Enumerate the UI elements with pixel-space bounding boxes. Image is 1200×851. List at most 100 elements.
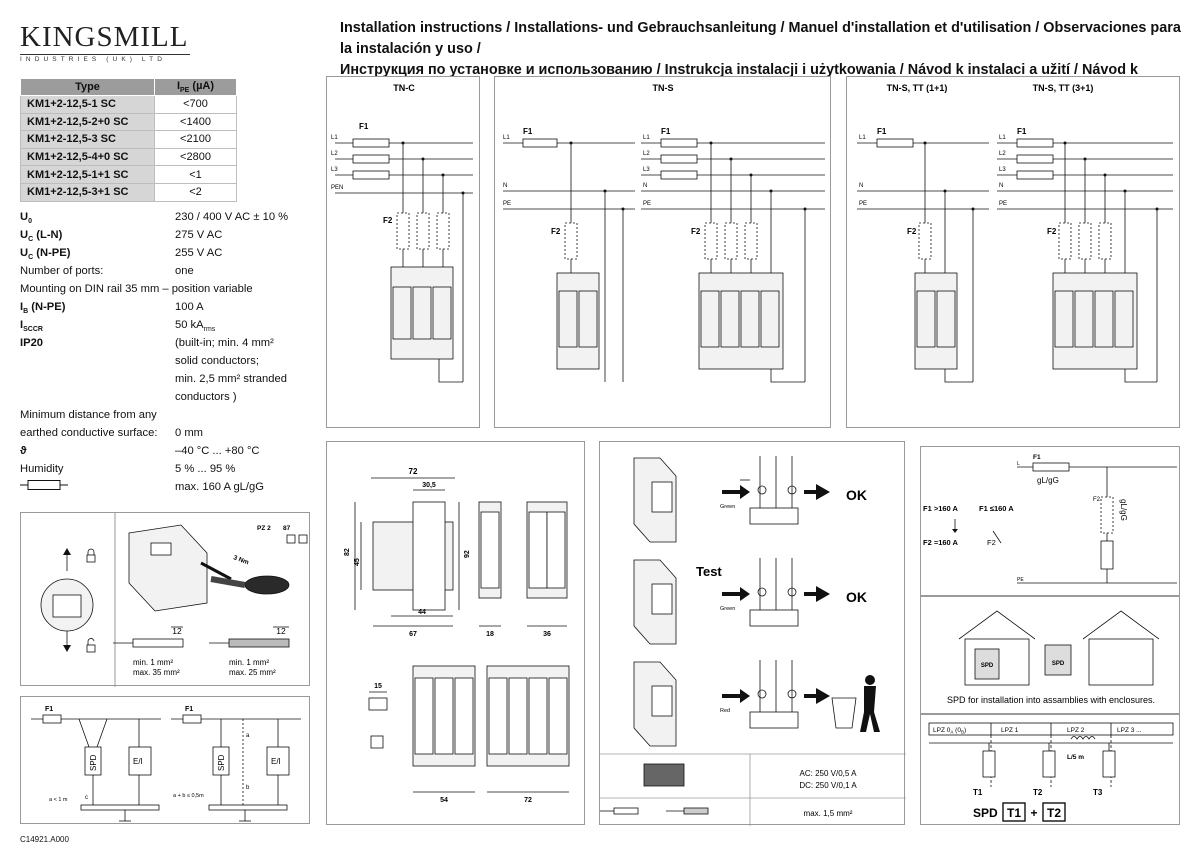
dimension-label: a (246, 733, 250, 739)
fuse-rating: gL/gG (1119, 499, 1128, 521)
fuse-label: F2 (383, 216, 393, 225)
ipe-cell: <1 (154, 165, 237, 184)
spec-ip: IP20 (built-in; min. 4 mm² (20, 334, 320, 352)
line-label: L (1017, 461, 1020, 467)
spec-label: UC (N-PE) (20, 247, 71, 262)
spec-label: IP20 (20, 337, 44, 349)
fuse-label: F2 (1093, 497, 1101, 503)
connection-diagram: F1 F1 SPD SPD E/I E/I a < 1 m a + b ≤ 0,… (31, 706, 301, 822)
distance-label: a < 1 m (49, 797, 68, 803)
ei-label: E/I (133, 757, 143, 766)
spec-u0: U0 230 / 400 V AC ± 10 % (20, 208, 320, 226)
mounting-diagram: PZ 2 87 3 Nm 12 12 min. 1 mm² max. 35 mm… (40, 513, 308, 687)
type-cell: KM1+2-12,5-1 SC (20, 95, 155, 114)
type-cell: KM1+2-12,5-2+0 SC (20, 112, 155, 132)
spec-label: Mounting on DIN rail 35 mm – position va… (20, 283, 253, 295)
diagram-label: TN-S, TT (3+1) (1033, 83, 1094, 93)
spec-label: earthed conductive surface: (20, 427, 158, 439)
spec-value: –40 °C ... +80 °C (175, 445, 260, 457)
dimensions-panel: 72 30,5 82 45 92 44 67 18 36 15 54 72 (326, 441, 585, 825)
technical-specs: U0 230 / 400 V AC ± 10 % UC (L-N) 275 V … (20, 208, 320, 496)
line-label: L1 (643, 135, 650, 141)
contact-rating: DC: 250 V/0,1 A (799, 781, 857, 790)
indicator-label: Green (720, 606, 735, 612)
line-label: L2 (331, 151, 338, 157)
lpz-zone-3: LPZ 3 ... (1117, 727, 1142, 734)
line-label: PE (1017, 577, 1024, 583)
dimension-label: 92 (464, 550, 471, 558)
fuse-rule: F1 ≤160 A (979, 504, 1014, 513)
spec-value: (built-in; min. 4 mm² (175, 337, 274, 349)
fuse-label: F1 (359, 122, 369, 131)
torque-label: 3 Nm (232, 554, 250, 566)
spd-combo-plus: + (1030, 806, 1037, 820)
spd-type-label: T2 (1033, 788, 1043, 797)
dimension-label: b (246, 785, 250, 791)
spd-label: SPD (89, 754, 98, 771)
fuse-icon (20, 478, 68, 498)
distance-label: a + b ≤ 0,5m (173, 793, 204, 799)
ei-label: E/I (271, 757, 281, 766)
spec-label: Minimum distance from any (20, 409, 157, 421)
ipe-cell: <2 (154, 182, 237, 202)
diagram-label: TN-S (653, 83, 674, 93)
line-label: L1 (859, 135, 866, 141)
contact-rating: AC: 250 V/0,5 A (800, 769, 858, 778)
type-table: Type IPE (µA) KM1+2-12,5-1 SC<700 KM1+2-… (20, 78, 237, 202)
cable-spec: min. 1 mm² (133, 658, 173, 667)
type-cell: KM1+2-12,5-4+0 SC (20, 147, 155, 167)
status-indication-panel: Green Green Red Test OK OK AC: 250 V/0,5… (599, 441, 906, 826)
strip-length: 12 (172, 626, 182, 636)
logo-wordmark: KINGSMILL (20, 21, 189, 53)
fuse-rating: gL/gG (1037, 476, 1059, 485)
ok-label: OK (846, 487, 867, 503)
spec-value: 100 A (175, 301, 204, 313)
wiring-tns-diagram: TN-S F1 F1 (503, 83, 825, 383)
fuse-label: F1 (661, 127, 671, 136)
dimension-label: 54 (440, 797, 448, 804)
line-label: PE (859, 201, 867, 207)
spd-combo-t2: T2 (1047, 806, 1061, 820)
wiring-tnc-panel: TN-C F1 L1 L2 L3 PEN F2 (326, 76, 480, 428)
spec-value: conductors ) (175, 391, 237, 403)
table-header-row: Type IPE (µA) (20, 78, 237, 96)
test-label: Test (696, 564, 722, 579)
dimensions-diagram: 72 30,5 82 45 92 44 67 18 36 15 54 72 (344, 467, 570, 804)
type-cell: KM1+2-12,5-3+1 SC (20, 182, 155, 202)
wiring-tns-tt-panel: TN-S, TT (1+1) TN-S, TT (3+1) F1 F1 (846, 76, 1180, 428)
strip-length: 12 (276, 626, 286, 636)
lpz-zone-2: LPZ 2 (1067, 727, 1085, 734)
dimension-label: 18 (486, 631, 494, 638)
fuse-label: F1 (1033, 454, 1041, 461)
spec-value: one (175, 265, 194, 277)
cable-spec: max. 35 mm² (133, 668, 180, 677)
ipe-cell: <700 (154, 95, 237, 114)
fuse-result: F2 (987, 538, 996, 547)
spec-ports: Number of ports: one (20, 262, 320, 280)
table-row: KM1+2-12,5-3 SC<2100 (20, 130, 237, 149)
table-row: KM1+2-12,5-3+1 SC<2 (20, 182, 237, 202)
line-label: N (503, 183, 507, 189)
fuse-label: F1 (1017, 127, 1027, 136)
dimension-label: 36 (543, 631, 551, 638)
diagram-label: TN-C (393, 83, 415, 93)
spec-isccr: ISCCR 50 kArms (20, 316, 320, 334)
line-label: L2 (999, 151, 1006, 157)
cable-spec: min. 1 mm² (229, 658, 269, 667)
backup-fuse-diagram: F1 gL/gG F2 gL/gG F1 >160 A F1 ≤160 A F2… (923, 454, 1177, 584)
wiring-tnc-diagram: TN-C F1 L1 L2 L3 PEN F2 (331, 83, 473, 383)
spec-value: solid conductors; (175, 355, 259, 367)
line-label: PE (643, 201, 651, 207)
diagram-label: TN-S, TT (1+1) (887, 83, 948, 93)
ipe-cell: <2100 (154, 130, 237, 149)
spec-distance: Minimum distance from any (20, 406, 320, 424)
dimension-label: 67 (409, 631, 417, 638)
line-label: PE (999, 201, 1007, 207)
spec-value: min. 2,5 mm² stranded (175, 373, 287, 385)
dimension-label: 72 (524, 797, 532, 804)
brand-logo: KINGSMILL INDUSTRIES (UK) LTD (20, 22, 190, 70)
dimension-label: 82 (344, 548, 351, 556)
spec-humidity: Humidity 5 % ... 95 % (20, 460, 320, 478)
spd-combo-label: SPD (973, 806, 998, 820)
logo-tagline: INDUSTRIES (UK) LTD (20, 54, 190, 63)
